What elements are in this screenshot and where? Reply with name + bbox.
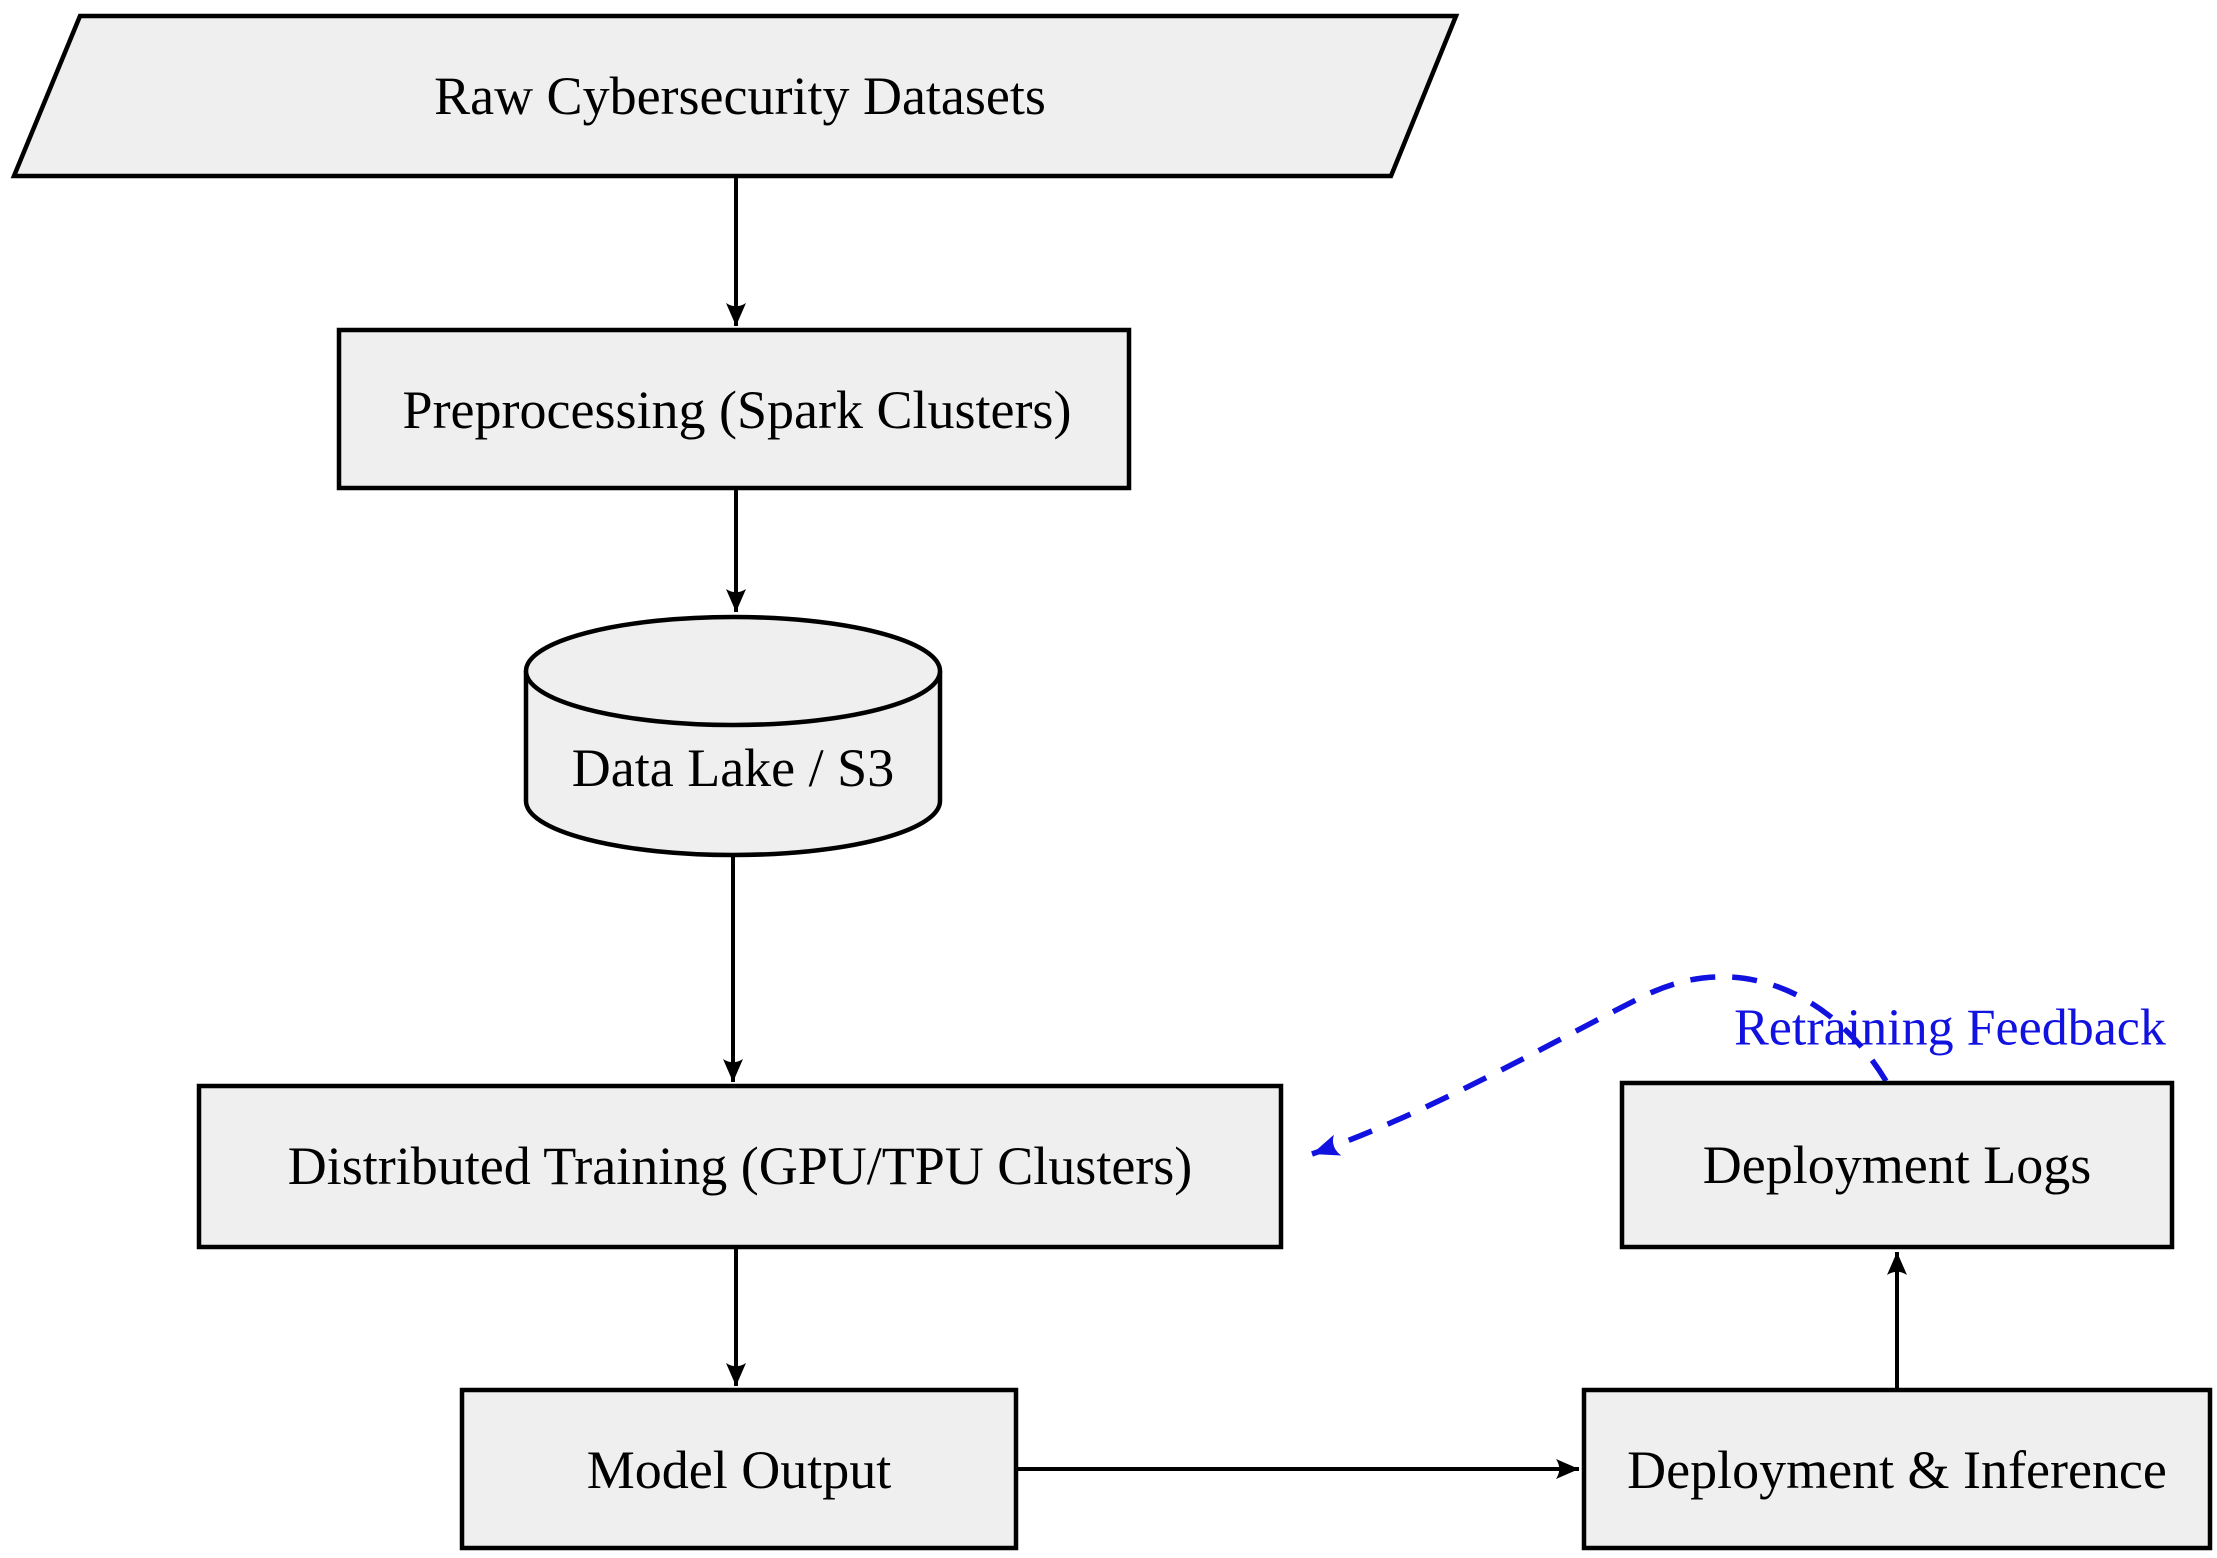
edge-logs-to-training-feedback [1311, 974, 1889, 1157]
rectangle-shape [336, 327, 1132, 491]
rectangle-shape [1619, 1080, 2175, 1250]
node-label-model-output: Model Output [587, 1440, 892, 1500]
node-label-preprocessing: Preprocessing (Spark Clusters) [403, 380, 1072, 440]
node-label-deployment-inference: Deployment & Inference [1627, 1440, 2167, 1500]
rectangle-shape [1581, 1387, 2213, 1551]
rectangle-shape [459, 1387, 1019, 1551]
node-data-lake: Data Lake / S3 [523, 614, 943, 858]
node-raw-datasets: Raw Cybersecurity Datasets [10, 13, 1460, 179]
cylinder-top [523, 614, 943, 728]
retraining-feedback-curve [1311, 974, 1889, 1157]
parallelogram-shape [10, 13, 1460, 179]
node-label-raw-datasets: Raw Cybersecurity Datasets [434, 66, 1046, 126]
node-model-output: Model Output [459, 1387, 1019, 1551]
node-distributed-training: Distributed Training (GPU/TPU Clusters) [196, 1083, 1284, 1250]
node-label-distributed-training: Distributed Training (GPU/TPU Clusters) [288, 1136, 1193, 1196]
retraining-feedback-label: Retraining Feedback [1734, 1000, 2166, 1057]
node-preprocessing: Preprocessing (Spark Clusters) [336, 327, 1132, 491]
node-label-deployment-logs: Deployment Logs [1703, 1135, 2091, 1195]
node-deployment-logs: Deployment Logs [1619, 1080, 2175, 1250]
node-deployment-inference: Deployment & Inference [1581, 1387, 2213, 1551]
rectangle-shape [196, 1083, 1284, 1250]
node-label-data-lake: Data Lake / S3 [572, 738, 894, 798]
